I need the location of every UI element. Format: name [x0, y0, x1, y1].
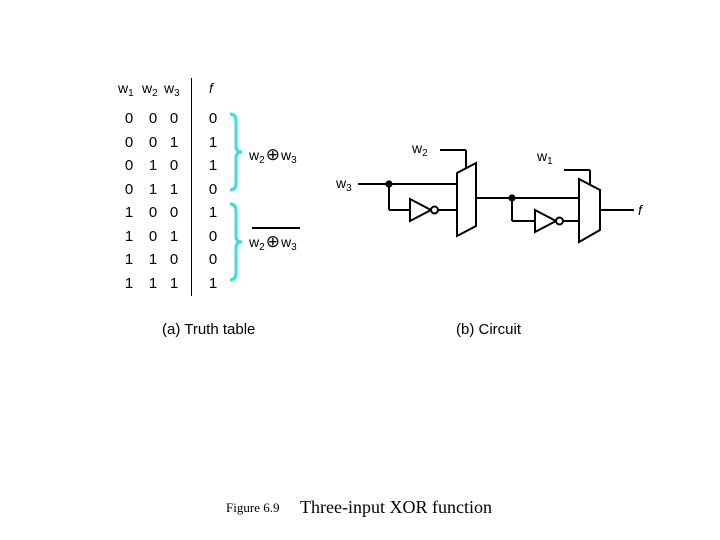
table-cell-f: 1 — [208, 157, 218, 174]
table-cell-f: 0 — [208, 180, 218, 198]
table-cell-w1: 1 — [124, 251, 134, 268]
header-w3: w3 — [164, 80, 180, 99]
circuit-label-w3: w3 — [336, 175, 352, 194]
table-cell-w2: 0 — [148, 133, 158, 151]
table-cell-f: 0 — [208, 251, 218, 268]
table-cell-w1: 1 — [124, 227, 134, 245]
table-cell-f: 0 — [208, 110, 218, 127]
table-cell-w2: 1 — [148, 274, 158, 292]
table-cell-f: 1 — [208, 204, 218, 221]
table-cell-w1: 0 — [124, 133, 134, 151]
header-w2: w2 — [142, 80, 158, 99]
table-cell-w3: 1 — [169, 133, 179, 151]
circuit-label-w1: w1 — [537, 148, 553, 167]
table-cell-w3: 0 — [169, 157, 179, 174]
brace-xor — [229, 112, 243, 192]
circuit-caption: (b) Circuit — [456, 321, 522, 338]
figure-number: Figure 6.9 — [226, 500, 280, 515]
table-cell-f: 1 — [208, 274, 218, 292]
table-cell-w1: 1 — [124, 274, 134, 292]
braces — [229, 112, 243, 282]
table-cell-w2: 1 — [148, 251, 158, 268]
table-divider — [191, 78, 192, 296]
table-cell-w2: 0 — [148, 227, 158, 245]
table-cell-w2: 1 — [148, 180, 158, 198]
table-cell-w1: 0 — [124, 157, 134, 174]
table-cell-w1: 0 — [124, 180, 134, 198]
table-cell-w1: 1 — [124, 204, 134, 221]
header-w1: w1 — [118, 80, 134, 99]
brace-xnor — [229, 202, 243, 282]
table-cell-f: 0 — [208, 227, 218, 245]
table-cell-w2: 0 — [148, 204, 158, 221]
mux-1 — [456, 161, 477, 238]
circuit-label-w2: w2 — [412, 140, 428, 159]
circuit — [358, 149, 634, 244]
table-cell-w3: 0 — [169, 251, 179, 268]
table-cell-f: 1 — [208, 133, 218, 151]
figure-title: Three-input XOR function — [300, 497, 492, 517]
table-cell-w3: 0 — [169, 110, 179, 127]
table-cell-w3: 1 — [169, 180, 179, 198]
circuit-label-f: f — [638, 202, 642, 218]
inverter-1 — [409, 197, 434, 223]
mux-2 — [578, 177, 601, 244]
xnor-annotation: w2⊕w3 — [249, 232, 297, 253]
table-cell-w3: 1 — [169, 274, 179, 292]
header-f: f — [209, 80, 213, 96]
inverter-2-bubble — [555, 216, 564, 226]
table-cell-w2: 0 — [148, 110, 158, 127]
table-cell-w2: 1 — [148, 157, 158, 174]
table-cell-w1: 0 — [124, 110, 134, 127]
truth-table-caption: (a) Truth table — [162, 321, 256, 338]
inverter-1-bubble — [430, 205, 439, 215]
inverter-2 — [534, 208, 559, 234]
table-cell-w3: 0 — [169, 204, 179, 221]
table-cell-w3: 1 — [169, 227, 179, 245]
xor-annotation: w2⊕w3 — [249, 145, 297, 166]
